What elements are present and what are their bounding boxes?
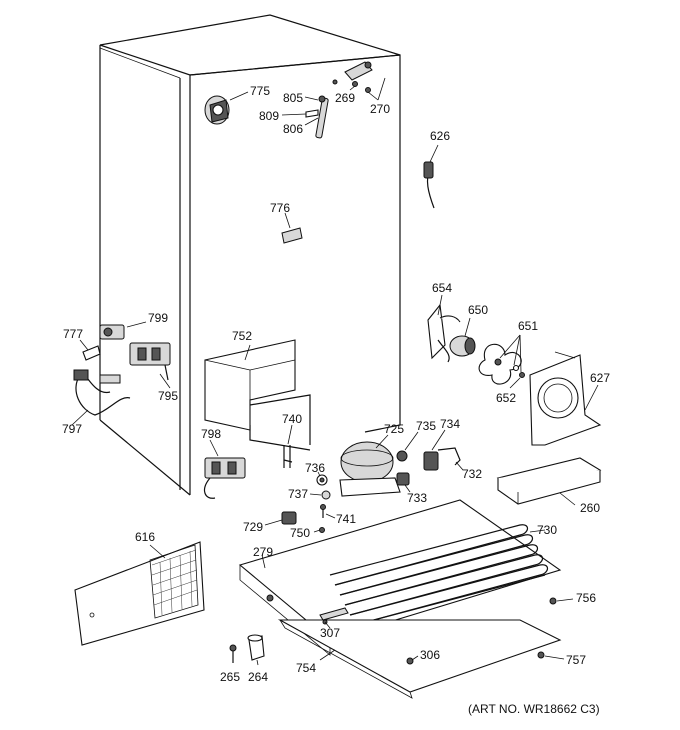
label-651: 651 [518,319,538,333]
label-279: 279 [253,545,273,559]
label-306: 306 [420,648,440,662]
label-733: 733 [407,491,427,505]
label-729: 729 [243,520,263,534]
label-270: 270 [370,102,390,116]
label-750: 750 [290,526,310,540]
label-736: 736 [305,461,325,475]
label-652: 652 [496,391,516,405]
part-757-screw [537,651,565,660]
label-627: 627 [590,371,610,385]
label-752: 752 [232,329,252,343]
label-735: 735 [416,419,436,433]
part-735-relay [396,431,419,462]
label-650: 650 [468,303,488,317]
part-626-cord [423,144,439,209]
part-260-drain-pan [496,457,602,506]
part-616-cover [74,541,205,646]
label-756: 756 [576,591,596,605]
part-269-hinge [332,61,386,101]
part-798-valve [203,439,246,499]
label-741: 741 [336,512,356,526]
part-750-screw [313,527,325,533]
part-806-tube [281,95,329,139]
label-307: 307 [320,626,340,640]
label-775: 775 [250,84,270,98]
part-265-screw [229,644,237,663]
part-306-screw [406,655,419,665]
part-799-valve [99,321,147,340]
art-number: (ART NO. WR18662 C3) [468,702,600,716]
label-616: 616 [135,530,155,544]
part-654-bracket [427,294,461,363]
label-797: 797 [62,422,82,436]
label-734: 734 [440,417,460,431]
label-798: 798 [201,427,221,441]
label-799: 799 [148,311,168,325]
part-752-cover [204,339,296,431]
part-627-shroud [529,351,602,446]
part-307-bracket [319,607,349,629]
label-732: 732 [462,467,482,481]
label-264: 264 [248,670,268,684]
part-777-clip [79,339,101,361]
cabinet [99,14,401,496]
label-757: 757 [566,653,586,667]
label-805: 805 [283,91,303,105]
label-654: 654 [432,281,452,295]
part-730-condenser [329,524,549,626]
label-795: 795 [158,389,178,403]
label-754: 754 [296,661,316,675]
part-734-overload [423,429,464,471]
part-736-grommet [309,471,331,500]
part-740-bracket [283,424,293,468]
part-650-motor [449,317,476,357]
label-269: 269 [335,91,355,105]
part-756-screw [549,597,574,605]
part-741-screw [320,504,336,519]
label-776: 776 [270,201,290,215]
part-776-block [281,212,303,244]
part-775-control [204,91,249,125]
label-265: 265 [220,670,240,684]
label-260: 260 [580,501,600,515]
part-795-water-valve [129,342,171,389]
label-725: 725 [384,422,404,436]
label-626: 626 [430,129,450,143]
label-740: 740 [282,412,302,426]
part-725-compressor [339,434,401,497]
part-729-capacitor [264,511,297,526]
part-651-fan [478,334,525,389]
label-809: 809 [259,109,279,123]
part-754-plate [277,619,562,699]
part-733-start-device [396,472,411,493]
label-730: 730 [537,523,557,537]
label-806: 806 [283,122,303,136]
label-777: 777 [63,327,83,341]
part-264-caster [247,634,265,666]
part-797-harness [71,369,131,426]
label-737: 737 [288,487,308,501]
